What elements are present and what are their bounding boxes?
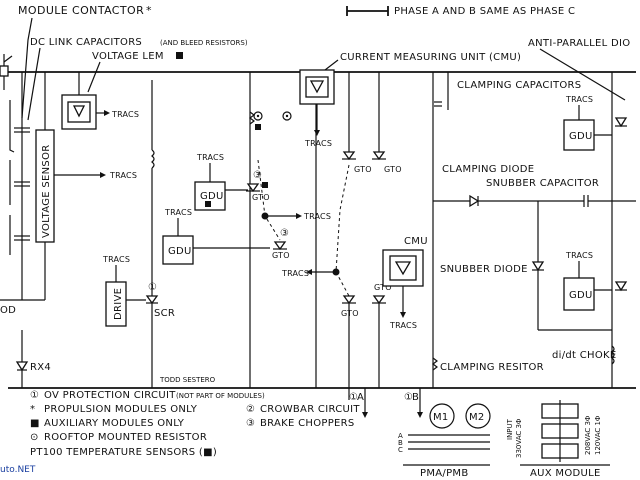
aux-input-label: INPUT (506, 418, 514, 440)
gdu-right-top-label: GDU (569, 131, 593, 142)
legend-text-1: OV PROTECTION CIRCUIT (44, 390, 176, 401)
node-a: A (357, 392, 364, 403)
tracs-voltage-sensor: TRACS (109, 171, 137, 180)
label-snubber-diode: SNUBBER DIODE (440, 264, 528, 275)
legend-sym-1: ① (30, 390, 39, 401)
tracs-cmu-lower: TRACS (389, 321, 417, 330)
dc-link-capacitor-stack (9, 100, 30, 255)
title-mark: * (146, 4, 152, 17)
legend-sym-2: * (30, 404, 35, 415)
tracs-voltage-lem: TRACS (111, 110, 139, 119)
gto-lower-left: GTO (341, 309, 359, 318)
label-clamping-diode: CLAMPING DIODE (442, 164, 534, 175)
label-rx4: RX4 (30, 362, 51, 373)
title-module-contactor: MODULE CONTACTOR (18, 4, 144, 17)
gto-upper-left: GTO (354, 165, 372, 174)
clamping-resistor-symbol (432, 357, 438, 371)
tracs-drive: TRACS (102, 255, 130, 264)
legend: ① OV PROTECTION CIRCUIT (NOT PART OF MOD… (30, 390, 360, 458)
label-dc-link: DC LINK CAPACITORS (30, 37, 142, 48)
phase-a-label: A (398, 432, 403, 440)
aux-input-value: 330VAC 3Φ (515, 418, 523, 458)
tracs-cmu-top: TRACS (304, 139, 332, 148)
tracs-gdu-mid: TRACS (164, 208, 192, 217)
legend-text-2: PROPULSION MODULES ONLY (44, 404, 198, 415)
phase-c-label: C (398, 446, 403, 454)
label-drive: DRIVE (113, 288, 124, 320)
gdu-mid-box (162, 235, 194, 265)
tracs-gdu-right-lower: TRACS (565, 251, 593, 260)
label-cmu: CMU (404, 236, 428, 247)
gdu-top-label: GDU (200, 191, 224, 202)
label-snubber-capacitor: SNUBBER CAPACITOR (486, 178, 599, 189)
gto-brake: GTO (272, 251, 290, 260)
rooftop-resistor-marker (253, 111, 263, 121)
label-didt-choke: di/dt CHOKE (552, 350, 617, 361)
drive-box (105, 281, 127, 327)
brake-resistor (249, 111, 255, 125)
label-od: OD (0, 305, 16, 316)
gto-crowbar: GTO (252, 193, 270, 202)
gto-lower-right: GTO (374, 283, 392, 292)
node-b: B (412, 392, 419, 403)
label-clamping-resistor: CLAMPING RESITOR (440, 362, 544, 373)
num-1: ① (148, 282, 157, 293)
gdu-mid-label: GDU (168, 246, 192, 257)
legend-text-5: PT100 TEMPERATURE SENSORS (■) (30, 447, 217, 458)
legend-right-sym-2: ③ (246, 418, 255, 429)
legend-right-text-1: CROWBAR CIRCUIT (260, 404, 360, 415)
motor-m1 (429, 403, 455, 429)
label-pma-pmb: PMA/PMB (420, 468, 469, 479)
legend-text-3: AUXILIARY MODULES ONLY (44, 418, 185, 429)
label-aux-module: AUX MODULE (530, 468, 601, 479)
legend-right-text-2: BRAKE CHOPPERS (260, 418, 355, 429)
snubber-diode-symbol (531, 261, 545, 272)
label-dc-link-note: (AND BLEED RESISTORS) (160, 39, 248, 47)
label-clamping-capacitors: CLAMPING CAPACITORS (457, 80, 581, 91)
aux-out-208: 208VAC 3Φ (584, 415, 592, 455)
tracs-gto: TRACS (281, 269, 309, 278)
tracs-gdu-top: TRACS (196, 153, 224, 162)
tracs-gdu-right-top: TRACS (565, 95, 593, 104)
label-current-unit: CURRENT MEASURING UNIT (CMU) (340, 52, 521, 63)
node-b-mark: ① (404, 392, 413, 403)
legend-text-4: ROOFTOP MOUNTED RESISTOR (44, 432, 207, 443)
gdu-right-lower-box (563, 277, 595, 311)
gdu-top-box (194, 181, 226, 211)
node-a-mark: ① (349, 392, 358, 403)
legend-sym-4: ⊙ (30, 432, 39, 443)
author-signature: TODD SESTERO (159, 376, 216, 384)
label-anti-parallel: ANTI-PARALLEL DIO (528, 38, 630, 49)
motor-m2-label: M2 (469, 412, 485, 423)
label-voltage-lem: VOLTAGE LEM (92, 51, 164, 62)
aux-square-marker (176, 52, 183, 59)
voltage-sensor-label: VOLTAGE SENSOR (41, 145, 52, 239)
legend-right-sym-1: ② (246, 404, 255, 415)
legend-note-1: (NOT PART OF MODULES) (176, 392, 265, 400)
motor-m1-label: M1 (433, 412, 449, 423)
clamping-diode-symbol (469, 194, 480, 208)
phase-note: PHASE A AND B SAME AS PHASE C (394, 6, 575, 17)
watermark: uto.NET (0, 465, 36, 475)
gdu-right-lower-label: GDU (569, 290, 593, 301)
label-scr: SCR (154, 308, 175, 319)
aux-out-120: 120VAC 1Φ (594, 415, 602, 455)
gto-upper-right: GTO (384, 165, 402, 174)
tracs-crowbar: TRACS (303, 212, 331, 221)
inductor (151, 149, 155, 169)
motor-m2 (465, 403, 491, 429)
num-3-top: ③ (253, 170, 262, 181)
legend-sym-3: ■ (30, 418, 40, 429)
num-3-mid: ③ (280, 228, 289, 239)
phase-b-label: B (398, 439, 403, 447)
